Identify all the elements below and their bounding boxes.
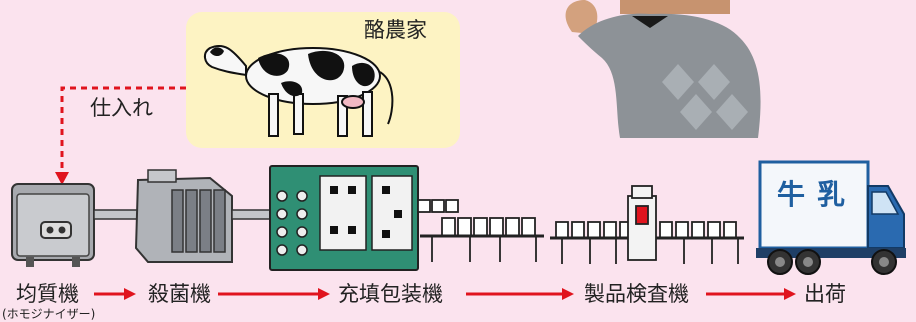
- process-arrows: [94, 288, 796, 300]
- step-label-homogenizer: 均質機: [16, 282, 79, 306]
- filling-machine-icon: [269, 165, 419, 271]
- purchase-dashed-line: [60, 86, 186, 173]
- step-sub-homogenizer: (ホモジナイザー): [2, 307, 96, 321]
- step-label-sterilizer: 殺菌機: [148, 282, 211, 306]
- farmer-label: 酪農家: [364, 18, 427, 42]
- purchase-arrowhead: [55, 172, 69, 185]
- conveyor-1-icon: [417, 199, 544, 262]
- homogenizer-machine-icon: [11, 183, 95, 267]
- pipe-2: [231, 209, 273, 220]
- truck-milk-text: 牛乳: [777, 178, 858, 211]
- person-face-icon: [620, 0, 730, 14]
- step-label-filling: 充填包装機: [338, 282, 443, 306]
- purchase-label: 仕入れ: [90, 96, 153, 120]
- person-fist-icon: [565, 0, 598, 34]
- pipe-1: [93, 209, 141, 220]
- step-label-inspection: 製品検査機: [584, 282, 689, 306]
- sterilizer-machine-icon: [134, 169, 233, 263]
- person-photo-icon: [565, 0, 761, 138]
- step-label-shipping: 出荷: [804, 282, 846, 306]
- cow-spots-icon: [210, 47, 375, 97]
- milk-truck-icon: [756, 160, 906, 275]
- inspection-conveyor-icon: [550, 185, 744, 264]
